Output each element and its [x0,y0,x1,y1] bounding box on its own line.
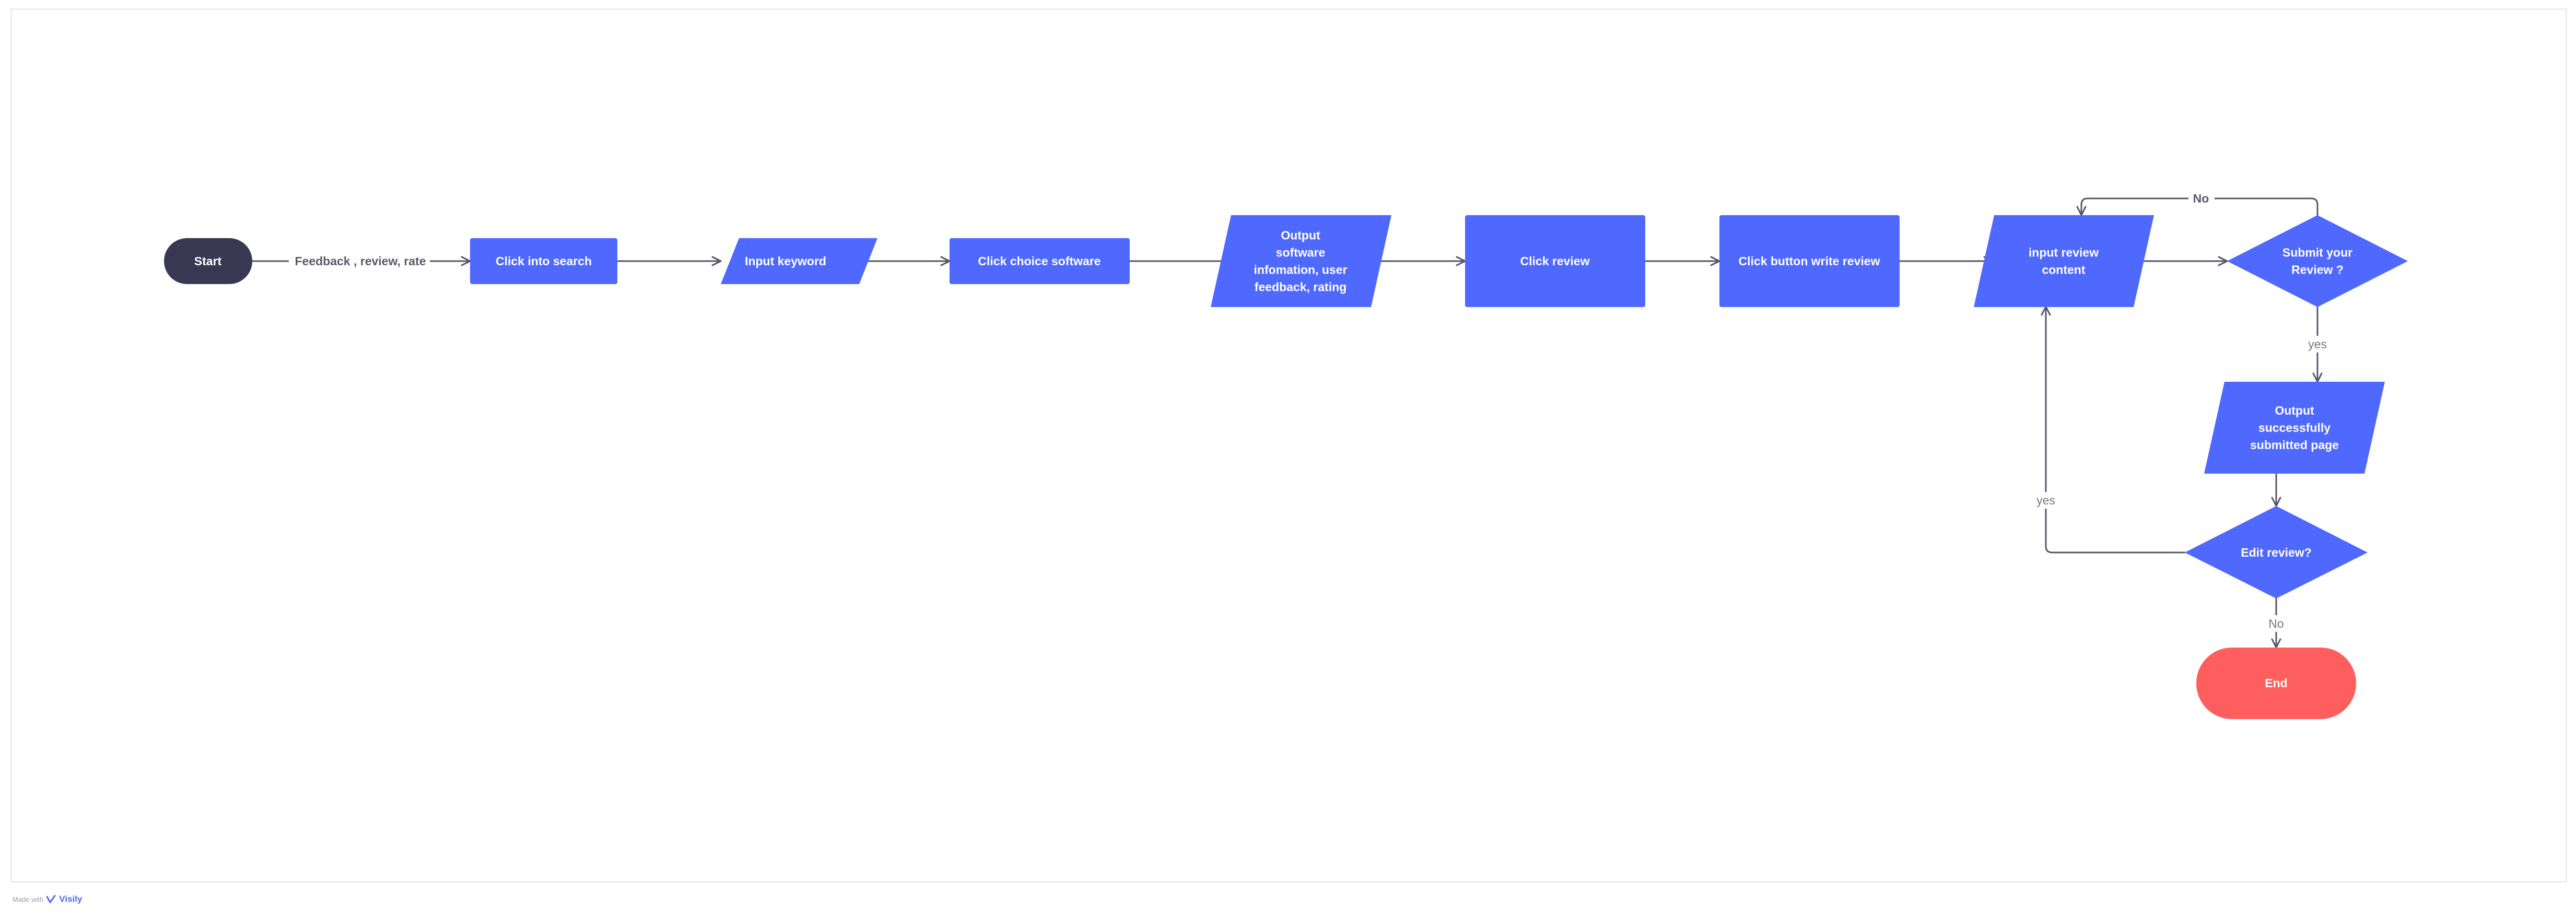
decision-diamond-shape [2185,506,2368,598]
node-click-into-search[interactable]: Click into search [470,238,617,284]
node-start[interactable]: Start [164,238,252,284]
edge-label-submit-yes: yes [2308,337,2327,351]
edge-edit-yes [2041,305,2186,554]
process-shape [1465,215,1645,307]
node-input-keyword[interactable]: Input keyword [721,238,877,284]
node-start-text: Start [194,254,222,268]
node-click-review[interactable]: Click review [1465,215,1645,307]
process-shape [950,238,1130,284]
node-label-line: Start [194,254,222,268]
input-parallelogram-shape [721,238,877,284]
node-label-line: Input keyword [745,254,826,268]
node-click-button-write-review-text: Click button write review [1739,254,1880,268]
process-shape [1719,215,1900,307]
node-label-line: Submit your [2282,246,2352,260]
node-click-review-text: Click review [1520,254,1590,268]
watermark-brand: Visily [59,894,83,904]
node-label-line: feedback, rating [1255,280,1346,294]
node-edit-review-text: Edit review? [2241,546,2311,559]
node-label-line: Output [1281,229,1320,242]
node-label-line: content [2042,263,2085,277]
node-label-line: Click choice software [978,254,1100,268]
node-label-line: infomation, user [1254,263,1348,277]
node-click-choice-software-text: Click choice software [978,254,1100,268]
edge-label-submit-no: No [2193,192,2209,205]
watermark-prefix: Made with [13,895,44,903]
node-label-line: End [2265,676,2287,690]
edge-label-edit-yes: yes [2036,493,2055,507]
node-label-line: Click button write review [1739,254,1880,268]
visily-logo-icon [46,895,56,903]
decision-diamond-shape [2227,215,2408,307]
node-edit-review-decision[interactable]: Edit review? [2185,506,2368,598]
node-label-line: Click review [1520,254,1590,268]
made-with-watermark[interactable]: Made with Visily [13,894,82,904]
node-label-line: software [1276,246,1326,260]
edge-labels: Feedback , review, rate No yes yes No [289,190,2332,632]
node-label-line: Click into search [496,254,592,268]
node-output-software-info-text: Output software infomation, user feedback, … [1254,229,1348,294]
output-parallelogram-shape [1211,215,1391,307]
node-label-line: input review [2029,246,2099,260]
node-output-successfully-submitted-text: Output successfully submitted page [2250,404,2339,452]
output-parallelogram-shape [2204,382,2385,474]
node-label-line: Edit review? [2241,546,2311,559]
edge-label-start-search: Feedback , review, rate [295,254,426,268]
node-input-review-content-text: input review content [2029,246,2099,277]
node-output-successfully-submitted[interactable]: Output successfully submitted page [2204,382,2385,474]
node-click-choice-software[interactable]: Click choice software [950,238,1130,284]
node-input-review-content[interactable]: input review content [1974,215,2154,307]
start-terminator-shape [164,238,252,284]
node-end[interactable]: End [2196,648,2356,719]
node-label-line: Output [2275,404,2314,417]
node-output-software-info[interactable]: Output software infomation, user feedback, … [1211,215,1391,307]
node-label-line: Review ? [2291,263,2344,277]
node-click-into-search-text: Click into search [496,254,592,268]
edge-label-edit-no: No [2268,617,2284,630]
canvas-frame [10,8,2567,883]
node-end-text: End [2265,676,2287,690]
node-label-line: submitted page [2250,438,2339,452]
node-label-line: successfully [2258,421,2331,434]
input-parallelogram-shape [1974,215,2154,307]
process-shape [470,238,617,284]
end-terminator-shape [2196,648,2356,719]
node-click-button-write-review[interactable]: Click button write review [1719,215,1900,307]
node-input-keyword-text: Input keyword [745,254,826,268]
